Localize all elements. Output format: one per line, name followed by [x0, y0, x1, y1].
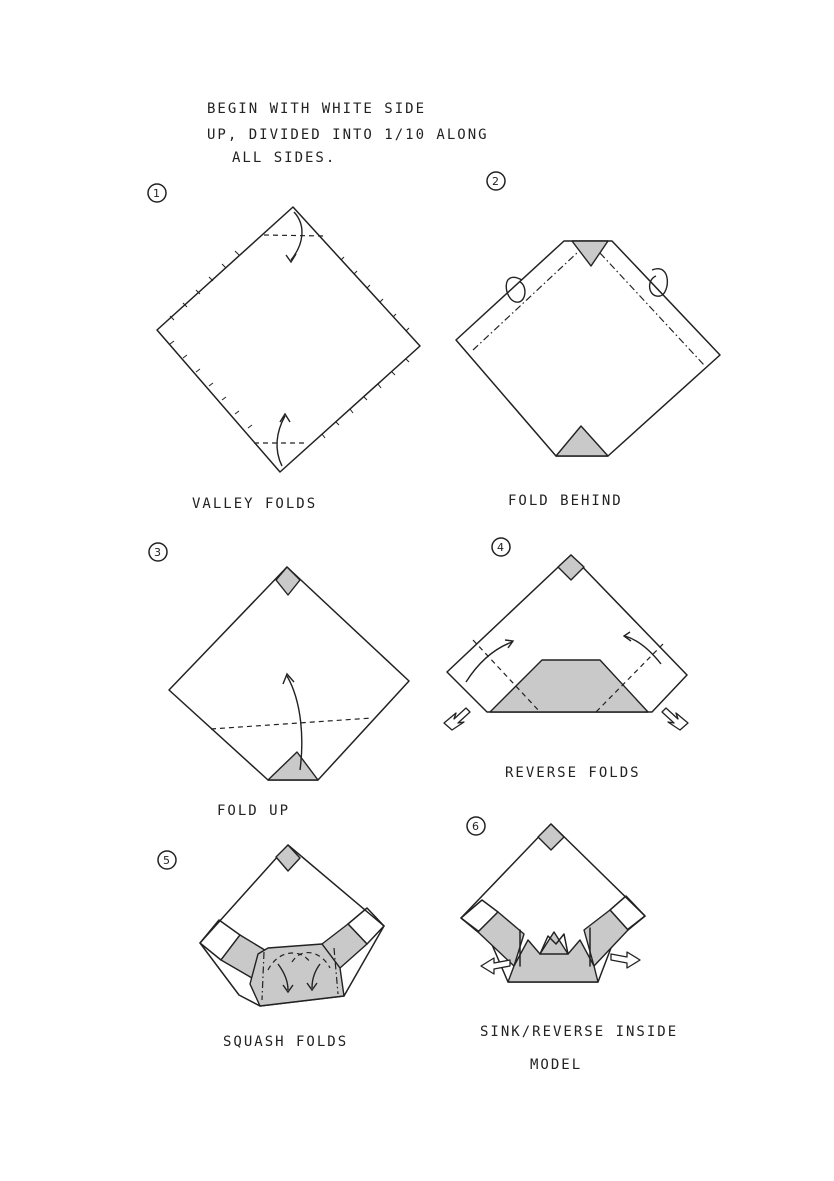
step-1-top-valley-fold	[263, 234, 326, 237]
step-2-number-circle	[486, 171, 506, 191]
step-5-number: 5	[163, 854, 170, 867]
step-4-shaded-band	[489, 659, 649, 713]
step-6-left-push-arrow-icon	[480, 957, 511, 975]
step-6-right-push-arrow-icon	[610, 951, 641, 969]
step-1-top-arrow-icon	[290, 211, 303, 261]
step-6-top-square	[537, 823, 565, 851]
step-4-left-arrow-icon	[465, 641, 513, 683]
step-2-right-mountain-fold	[599, 252, 705, 366]
step-6-caption-line-2: MODEL	[530, 1057, 582, 1073]
step-6-number-circle	[466, 816, 486, 836]
step-4-right-reverse-fold	[595, 643, 664, 713]
step-6: 6 SINK/REVERSE INSIDE MODEL	[460, 816, 678, 1073]
step-4-top-square	[557, 554, 585, 581]
step-2: 2 FOLD BEHIND	[455, 171, 721, 509]
step-2-right-fold-behind-arrow-icon	[649, 268, 668, 297]
step-3: 3 FOLD UP	[148, 542, 410, 819]
step-3-number: 3	[154, 546, 161, 559]
step-4-caption: REVERSE FOLDS	[505, 765, 641, 781]
step-4-number-circle	[491, 537, 511, 557]
step-2-left-fold-behind-arrow-icon	[505, 276, 526, 303]
step-3-top-square	[275, 566, 301, 596]
step-1-edge-ticks	[169, 250, 410, 439]
step-1-number-circle	[147, 183, 167, 203]
step-3-caption: FOLD UP	[217, 803, 290, 819]
intro-text: BEGIN WITH WHITE SIDE UP, DIVIDED INTO 1…	[207, 101, 489, 166]
step-1: 1	[147, 183, 421, 512]
step-6-number: 6	[472, 820, 479, 833]
step-3-shape	[168, 566, 410, 781]
step-5-top-square	[275, 844, 301, 872]
intro-line-1: BEGIN WITH WHITE SIDE	[207, 101, 426, 117]
step-4-right-push-arrow-icon	[661, 707, 689, 731]
step-5-left-squash-arrow-icon	[277, 963, 289, 991]
step-5-center-shaded	[249, 943, 345, 1007]
step-3-number-circle	[148, 542, 168, 562]
intro-line-3: ALL SIDES.	[232, 150, 336, 166]
step-1-caption: VALLEY FOLDS	[192, 496, 317, 512]
step-6-center-sink	[507, 931, 599, 983]
step-4-left-reverse-fold	[472, 639, 541, 713]
step-1-square	[156, 206, 421, 473]
step-5-right-squash-arrow-icon	[311, 963, 321, 989]
step-4-left-push-arrow-icon	[443, 707, 471, 731]
step-2-shape	[455, 240, 721, 457]
step-2-left-mountain-fold	[472, 251, 579, 351]
step-6-right-shaded-flap	[583, 909, 629, 967]
step-3-up-arrow-icon	[286, 675, 303, 771]
step-4-number: 4	[497, 541, 504, 554]
step-2-number: 2	[492, 175, 499, 188]
intro-line-2: UP, DIVIDED INTO 1/10 ALONG	[207, 127, 489, 143]
step-5-number-circle	[157, 850, 177, 870]
step-1-bottom-arrow-icon	[276, 415, 286, 467]
step-2-bottom-flap	[555, 425, 609, 457]
step-4: 4 REVERSE FOLDS	[443, 537, 689, 781]
step-3-valley-fold	[210, 717, 373, 730]
step-1-number: 1	[153, 187, 160, 200]
step-6-left-shaded-flap	[477, 911, 525, 967]
step-6-caption-line-1: SINK/REVERSE INSIDE	[480, 1024, 678, 1040]
step-2-top-flap	[571, 240, 609, 267]
step-3-bottom-flap	[267, 751, 319, 781]
step-2-caption: FOLD BEHIND	[508, 493, 623, 509]
step-4-right-arrow-icon	[624, 635, 662, 665]
step-5-caption: SQUASH FOLDS	[223, 1034, 348, 1050]
step-5: 5 SQUASH FOLDS	[157, 844, 385, 1050]
